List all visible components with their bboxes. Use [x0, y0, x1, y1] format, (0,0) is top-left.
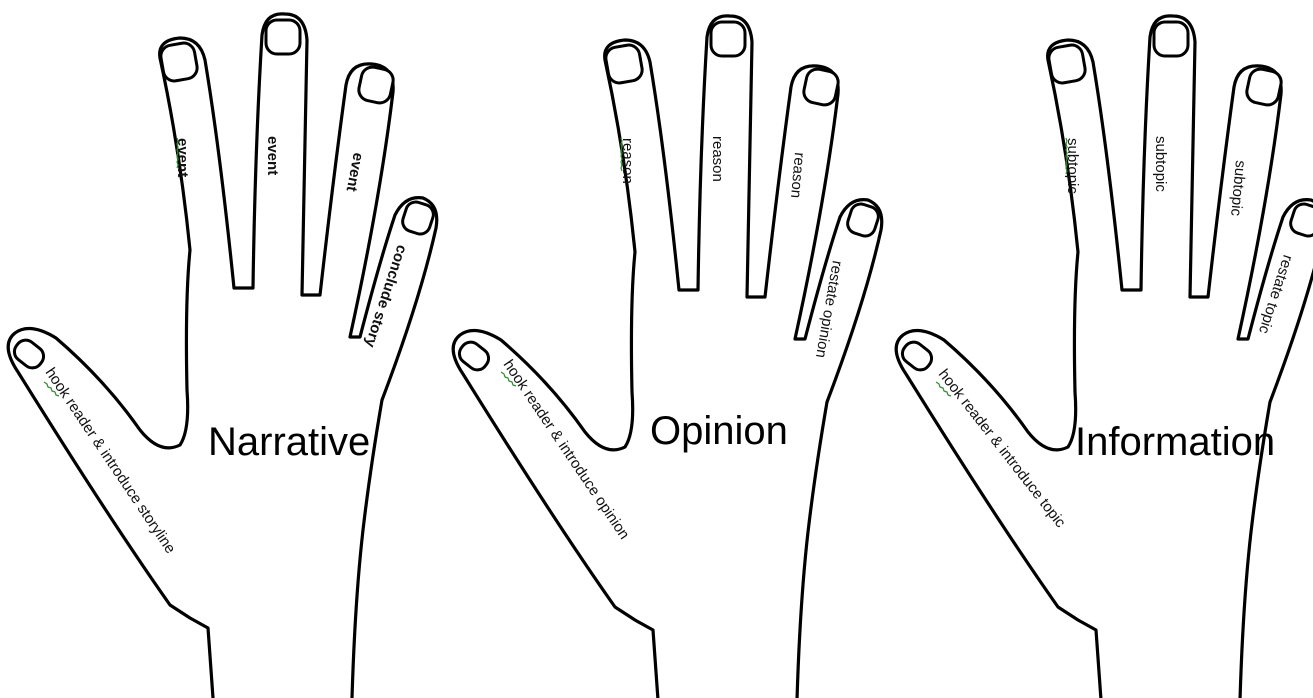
hand-title: Narrative — [208, 420, 370, 464]
hand-narrative: event event event conclude story hook re… — [8, 14, 437, 698]
finger-label-middle: reason — [709, 136, 726, 182]
finger-label-ring: event — [343, 151, 367, 193]
finger-label-pinky: restate opinion — [812, 259, 846, 359]
hand-outline — [8, 14, 437, 698]
hand-title: Information — [1075, 420, 1275, 464]
finger-label-middle: subtopic — [1152, 136, 1169, 192]
hand-outline — [896, 16, 1313, 698]
finger-label-ring: reason — [787, 152, 808, 199]
hand-opinion: reason reason reason restate opinion hoo… — [453, 16, 882, 698]
finger-label-pinky: conclude story — [361, 243, 410, 350]
hand-title: Opinion — [650, 409, 788, 453]
spellcheck-underline — [621, 138, 622, 171]
hand-information: subtopic subtopic subtopic restate topic… — [896, 16, 1313, 698]
finger-label-middle: event — [264, 136, 281, 175]
finger-label-ring: subtopic — [1227, 160, 1249, 218]
